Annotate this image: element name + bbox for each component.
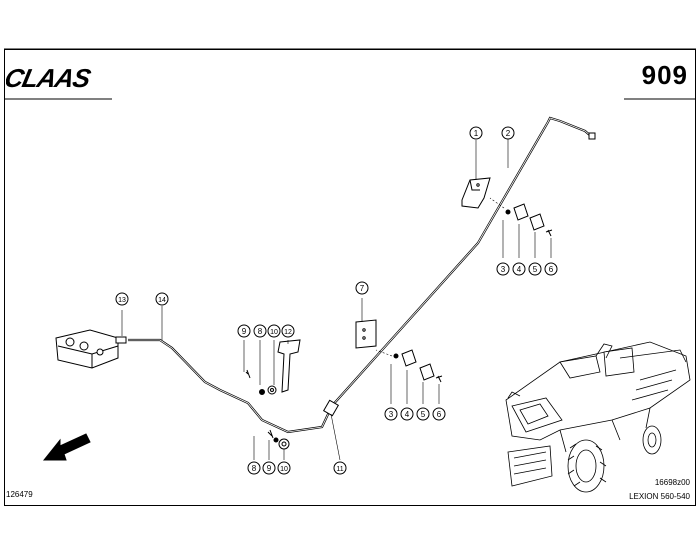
callout-circles bbox=[115, 126, 558, 475]
drawing-number: 126479 bbox=[6, 490, 33, 499]
clamp-set-upper bbox=[489, 197, 553, 258]
callout-11: 11 bbox=[336, 466, 343, 473]
callout-4-upper: 4 bbox=[517, 265, 522, 274]
callout-2: 2 bbox=[506, 129, 511, 138]
callout-3-lower: 3 bbox=[389, 410, 394, 419]
image-code: 16698z00 bbox=[654, 478, 690, 487]
callout-9-upper: 9 bbox=[242, 327, 247, 336]
callout-7: 7 bbox=[360, 284, 365, 293]
callout-8-lower: 8 bbox=[252, 464, 257, 473]
callout-10-lower: 10 bbox=[280, 466, 288, 473]
callout-1: 1 bbox=[474, 129, 479, 138]
bracket-12 bbox=[243, 339, 301, 395]
pipe-lower bbox=[128, 338, 331, 434]
valve-block bbox=[55, 306, 163, 369]
callout-4-lower: 4 bbox=[405, 410, 410, 419]
callout-13: 13 bbox=[118, 297, 126, 304]
callout-5-lower: 5 bbox=[421, 410, 426, 419]
callout-8-upper: 8 bbox=[258, 327, 263, 336]
combine-harvester-sketch bbox=[505, 341, 691, 493]
clamp-set-lower bbox=[375, 349, 443, 404]
callout-5-upper: 5 bbox=[533, 265, 538, 274]
callout-6-lower: 6 bbox=[437, 410, 442, 419]
callout-10-upper: 10 bbox=[270, 329, 278, 336]
hardware-lower bbox=[253, 429, 290, 460]
callout-labels: 1 2 3 4 5 6 7 3 4 5 6 9 8 10 12 13 14 8 … bbox=[118, 129, 554, 473]
pipe-upper bbox=[329, 116, 596, 409]
callout-12: 12 bbox=[284, 329, 292, 336]
direction-arrow bbox=[42, 433, 91, 461]
drawing-frame bbox=[4, 49, 696, 506]
claas-logo: CLAAS bbox=[6, 64, 94, 93]
callout-3-upper: 3 bbox=[501, 265, 506, 274]
model-name: LEXION 560-540 bbox=[629, 492, 690, 501]
callout-14: 14 bbox=[158, 297, 166, 304]
page-number: 909 bbox=[641, 60, 688, 90]
union-fitting bbox=[322, 399, 341, 461]
callout-6-upper: 6 bbox=[549, 265, 554, 274]
svg-text:CLAAS: CLAAS bbox=[6, 64, 94, 93]
bracket-7 bbox=[355, 298, 377, 349]
bracket-1 bbox=[461, 140, 491, 209]
callout-9-lower: 9 bbox=[267, 464, 272, 473]
